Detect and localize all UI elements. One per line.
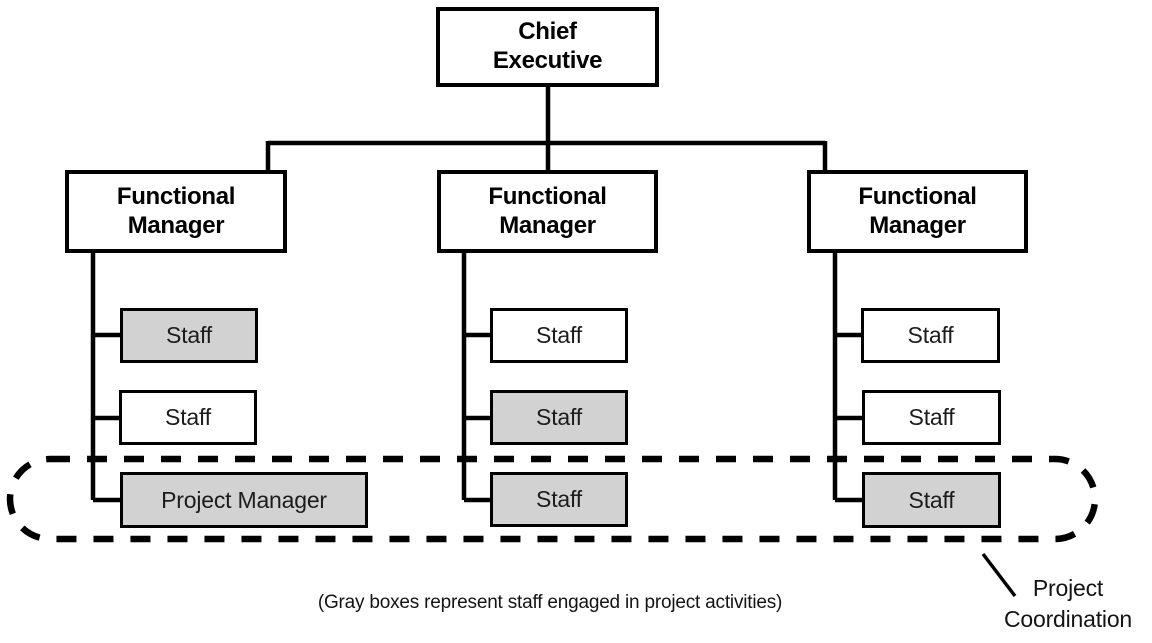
node-staff-col1-row2: Staff <box>119 390 257 445</box>
node-staff-col2-row1: Staff <box>490 308 628 363</box>
connector-manager3-to-staff <box>832 251 864 503</box>
node-staff-col2-row3: Staff <box>490 472 628 527</box>
node-staff-col1-row1: Staff <box>120 308 258 363</box>
node-staff-col3-row3: Staff <box>862 472 1001 528</box>
node-functional-manager-1: Functional Manager <box>65 170 287 253</box>
gray-box-caption: (Gray boxes represent staff engaged in p… <box>317 592 783 613</box>
node-staff-col3-row2: Staff <box>862 390 1001 445</box>
connector-manager2-to-staff <box>461 251 492 503</box>
node-staff-col2-row2: Staff <box>490 390 628 445</box>
project-coordination-pointer-line <box>981 552 1017 598</box>
node-functional-manager-2: Functional Manager <box>437 170 658 253</box>
node-chief-executive: Chief Executive <box>436 7 659 87</box>
node-staff-col3-row1: Staff <box>861 308 1000 363</box>
project-coordination-label: Project Coordination <box>1003 575 1133 632</box>
node-project-manager: Project Manager <box>120 472 368 528</box>
node-functional-manager-3: Functional Manager <box>807 170 1028 253</box>
connector-chief-to-managers <box>265 86 828 172</box>
connector-manager1-to-staff <box>90 251 122 503</box>
